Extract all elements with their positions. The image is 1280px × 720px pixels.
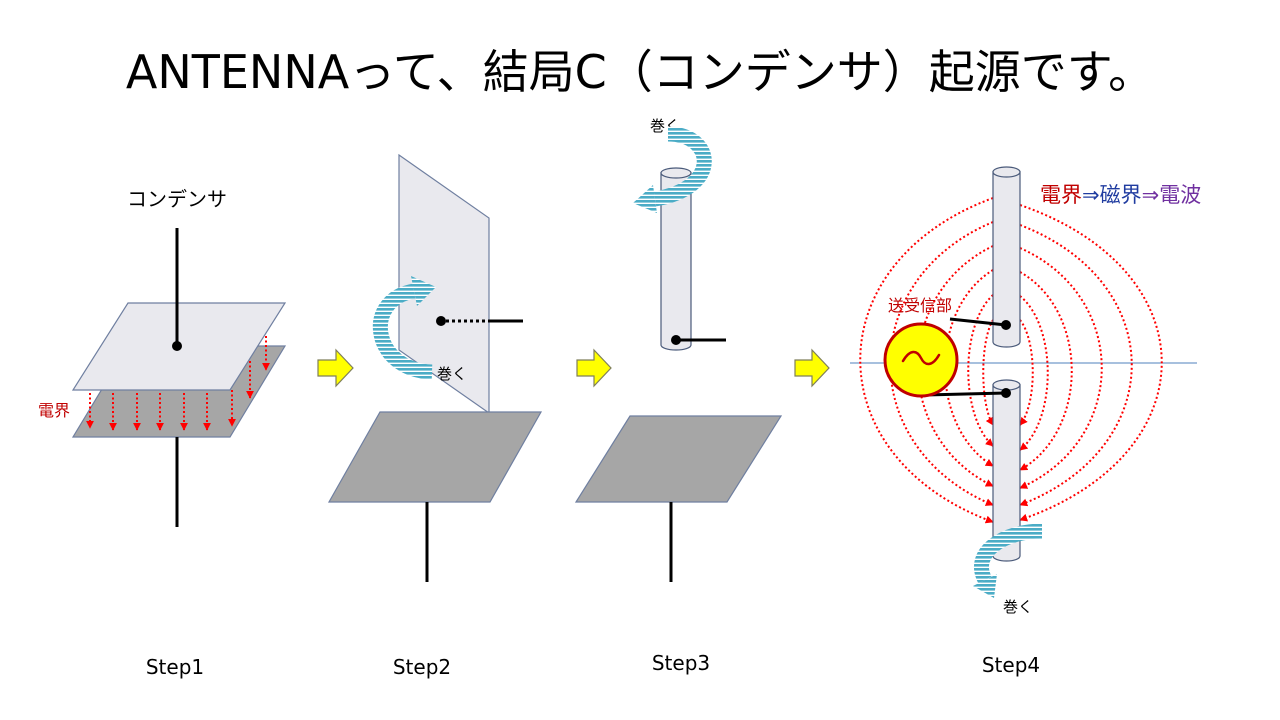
step-3-panel: 巻く Step3	[574, 117, 783, 675]
wind-label: 巻く	[1003, 598, 1033, 616]
cylinder-top	[660, 167, 692, 179]
step-3-label: Step3	[652, 651, 710, 675]
curved-arrow-band	[372, 283, 433, 380]
plate-contact-dot	[436, 316, 446, 326]
slide-title: ANTENNAって、結局C（コンデンサ）起源です。	[126, 45, 1154, 99]
transceiver-label: 送受信部	[888, 296, 952, 315]
step-4-label: Step4	[982, 653, 1040, 677]
field-lines-right	[1019, 204, 1163, 522]
upper-feed-dot	[1001, 320, 1011, 330]
field-line	[1019, 295, 1049, 451]
curved-arrow-head	[633, 185, 657, 213]
field-line	[982, 319, 994, 426]
field-label: 電界	[38, 401, 70, 420]
right-arrow-icon	[794, 348, 830, 388]
bottom-plate	[574, 415, 783, 503]
lower-antenna-element	[992, 379, 1021, 562]
step-1-label: Step1	[146, 655, 204, 679]
transceiver-source	[883, 322, 959, 398]
cylinder-body	[992, 384, 1021, 562]
field-line	[967, 294, 994, 447]
sine-wave-icon	[901, 350, 941, 366]
chain-magnetic-field: ⇒磁界	[1082, 183, 1142, 207]
lower-feed-dot	[1001, 388, 1011, 398]
curved-arrow-icon	[633, 126, 712, 213]
step-1-panel: コンデンサ 電界 Step1	[38, 187, 287, 679]
propagation-chain-label: 電界⇒磁界⇒電波	[1040, 183, 1201, 207]
top-plate-contact-dot	[172, 341, 182, 351]
field-line	[1019, 224, 1133, 507]
field-line	[1019, 319, 1034, 426]
step-2-label: Step2	[393, 655, 451, 679]
step-2-panel: 巻く Step2	[327, 153, 543, 679]
right-arrow-icon	[317, 348, 354, 388]
right-arrow-icon	[576, 348, 612, 388]
field-line	[1019, 271, 1073, 471]
wind-label: 巻く	[437, 365, 467, 383]
chain-radio-wave: ⇒電波	[1142, 183, 1202, 207]
curved-arrow-icon	[973, 523, 1043, 598]
upper-antenna-element	[992, 166, 1021, 348]
step-4-panel: 送受信部 電界⇒磁界⇒電波 巻く Step4	[850, 166, 1201, 677]
curved-arrow-band	[653, 126, 712, 207]
rolled-element-cylinder	[660, 167, 692, 351]
capacitor-label: コンデンサ	[127, 187, 227, 211]
cylinder-top	[992, 166, 1021, 178]
cylinder-body	[992, 171, 1021, 348]
curved-arrow-icon	[372, 276, 436, 380]
chain-electric-field: 電界	[1040, 183, 1082, 207]
lower-feed-wire	[924, 391, 1007, 397]
field-line	[859, 197, 994, 524]
bottom-plate	[327, 411, 543, 503]
electric-field-arrows	[86, 336, 270, 431]
field-line	[1019, 204, 1163, 522]
cylinder-body	[660, 172, 692, 351]
curved-arrow-head	[973, 574, 997, 598]
curved-arrow-band	[974, 523, 1043, 584]
upper-feed-wire	[949, 317, 1007, 327]
curved-arrow-head	[411, 276, 436, 306]
field-line	[1019, 247, 1103, 489]
